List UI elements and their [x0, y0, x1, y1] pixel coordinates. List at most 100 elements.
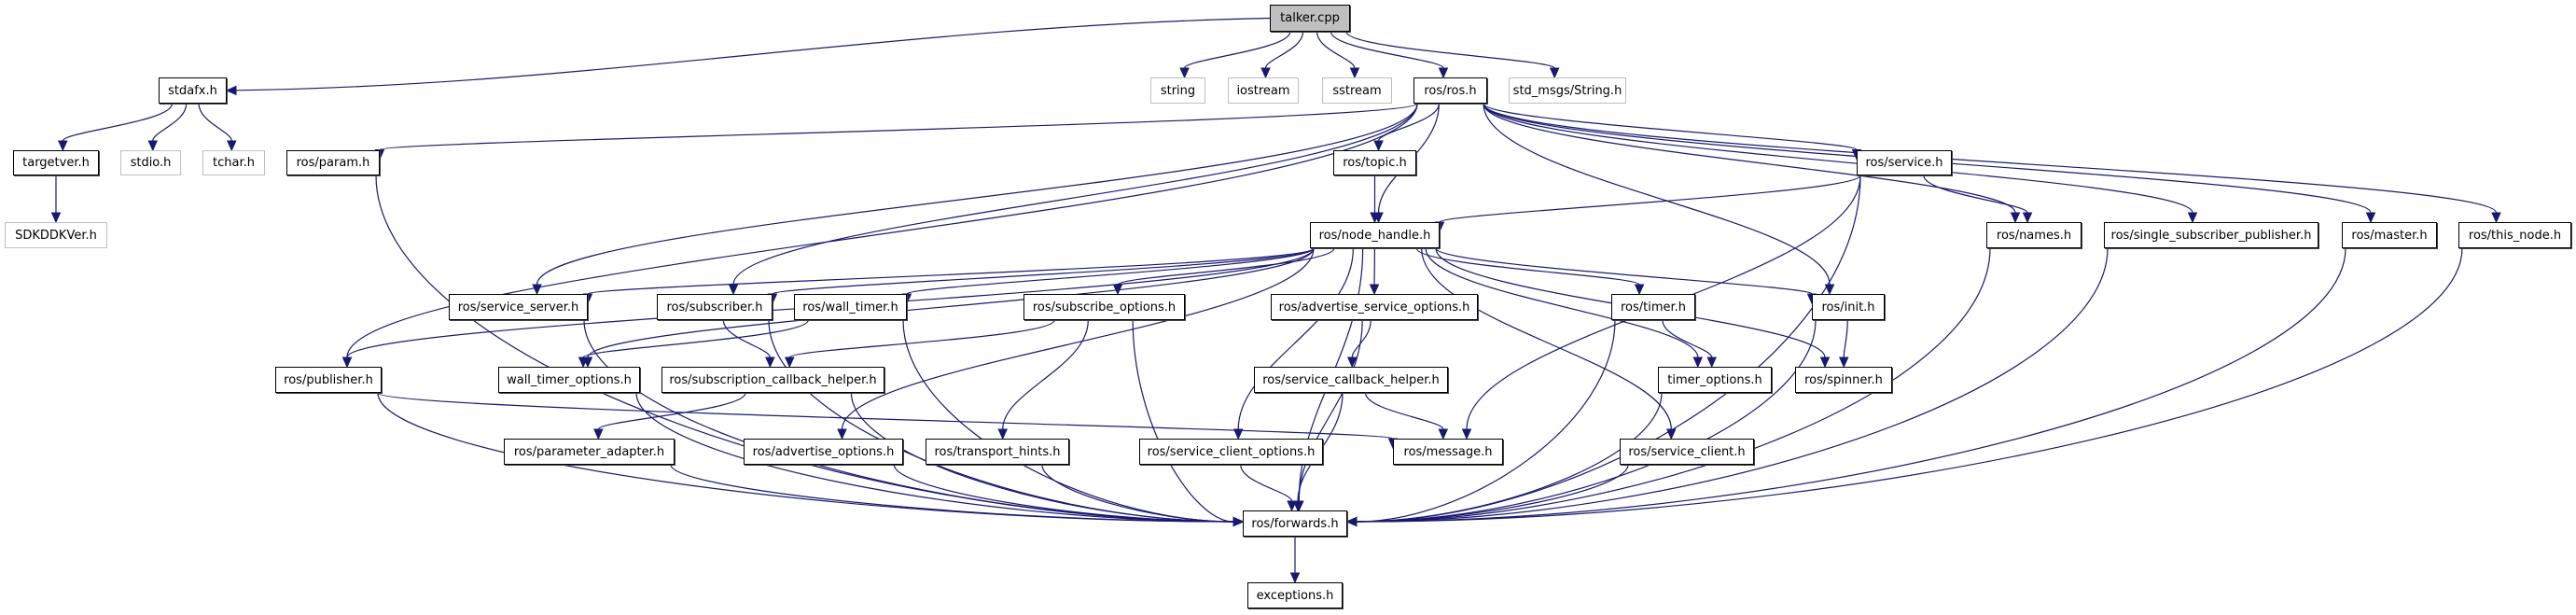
arrowhead-icon	[1179, 67, 1190, 79]
arrowhead-icon	[1819, 356, 1831, 369]
node-serviceserver[interactable]: ros/service_server.h	[449, 294, 588, 320]
node-label: iostream	[1236, 83, 1290, 98]
node-advoptions[interactable]: ros/advertise_options.h	[744, 439, 903, 465]
node-stdio[interactable]: stdio.h	[120, 150, 181, 175]
edge-stdafx-to-tchar	[198, 103, 232, 142]
edge-nodehandle-to-walltimeroptions	[587, 247, 1315, 358]
node-names[interactable]: ros/names.h	[1986, 222, 2082, 248]
edge-ros-to-init	[1483, 103, 1831, 286]
edge-paramadapter-to-forwards	[670, 464, 1234, 523]
arrowhead-icon	[997, 428, 1008, 440]
node-label: std_msgs/String.h	[1512, 83, 1622, 98]
node-publisher[interactable]: ros/publisher.h	[275, 367, 382, 393]
arrowhead-icon	[2187, 212, 2198, 224]
node-advserviceoptions[interactable]: ros/advertise_service_options.h	[1271, 294, 1478, 320]
edge-stdafx-to-stdio	[152, 103, 188, 142]
node-label: timer_options.h	[1667, 372, 1762, 387]
arrowhead-icon	[1706, 356, 1717, 369]
edge-talker-to-iostream	[1264, 31, 1304, 69]
node-label: ros/timer.h	[1620, 300, 1687, 314]
node-nodehandle[interactable]: ros/node_handle.h	[1310, 222, 1440, 248]
edge-advoptions-to-forwards	[893, 464, 1234, 523]
node-label: ros/this_node.h	[2468, 228, 2562, 243]
node-exceptions[interactable]: exceptions.h	[1247, 582, 1343, 608]
edge-stdafx-to-targetver	[62, 103, 174, 142]
node-param[interactable]: ros/param.h	[286, 150, 380, 175]
arrowhead-icon	[2010, 212, 2021, 224]
node-subscriber[interactable]: ros/subscriber.h	[657, 294, 773, 320]
node-stdmsgs[interactable]: std_msgs/String.h	[1509, 77, 1626, 104]
edge-talker-to-ros	[1330, 31, 1444, 69]
edge-ros-to-serviceserver	[536, 103, 1418, 286]
edge-talker-to-stdafx	[235, 17, 1271, 91]
arrowhead-icon	[837, 428, 847, 440]
node-string[interactable]: string	[1150, 77, 1205, 104]
node-servicecbhelper[interactable]: ros/service_callback_helper.h	[1254, 367, 1448, 393]
node-timer[interactable]: ros/timer.h	[1611, 294, 1695, 320]
edge-subscribeoptions-to-subcbhelper	[788, 319, 1055, 358]
node-iostream[interactable]: iostream	[1228, 77, 1299, 104]
arrowhead-icon	[2491, 212, 2501, 224]
arrowhead-icon	[1349, 67, 1360, 79]
node-init[interactable]: ros/init.h	[1812, 294, 1885, 320]
node-walltimer[interactable]: ros/wall_timer.h	[794, 294, 907, 320]
edge-master-to-forwards	[1356, 247, 2346, 523]
edge-nodehandle-to-advoptions	[841, 247, 1315, 430]
arrowhead-icon	[227, 140, 237, 152]
arrowhead-icon	[1692, 356, 1704, 369]
node-subscribeoptions[interactable]: ros/subscribe_options.h	[1023, 294, 1185, 320]
edge-subcbhelper-to-forwards	[850, 392, 1234, 523]
arrowhead-icon	[578, 356, 589, 369]
node-forwards[interactable]: ros/forwards.h	[1243, 510, 1347, 537]
edge-ros-to-service	[1483, 103, 1858, 151]
edge-talker-to-string	[1183, 31, 1291, 69]
node-sdkddkver[interactable]: SDKDDKVer.h	[5, 222, 107, 248]
node-label: ros/node_handle.h	[1318, 228, 1431, 243]
arrowhead-icon	[1232, 428, 1244, 440]
node-label: ros/service.h	[1865, 156, 1943, 170]
arrowhead-icon	[1232, 516, 1245, 527]
node-timeroptions[interactable]: timer_options.h	[1658, 367, 1772, 393]
node-label: ros/subscription_callback_helper.h	[669, 372, 877, 387]
node-message[interactable]: ros/message.h	[1393, 439, 1503, 465]
node-walltimeroptions[interactable]: wall_timer_options.h	[498, 367, 640, 393]
node-subcbhelper[interactable]: ros/subscription_callback_helper.h	[661, 367, 884, 393]
node-label: ros/ros.h	[1424, 83, 1477, 98]
node-paramadapter[interactable]: ros/parameter_adapter.h	[504, 439, 675, 465]
node-transporthints[interactable]: ros/transport_hints.h	[926, 439, 1069, 465]
edge-ros-to-topic	[1377, 103, 1440, 142]
node-sstream[interactable]: sstream	[1322, 77, 1392, 104]
edge-ros-to-thisnode	[1483, 103, 2498, 214]
node-label: stdio.h	[130, 156, 172, 170]
arrowhead-icon	[1369, 284, 1380, 296]
node-ssp[interactable]: ros/single_subscriber_publisher.h	[2104, 222, 2318, 248]
node-targetver[interactable]: targetver.h	[13, 150, 99, 175]
edge-timeroptions-to-forwards	[1356, 392, 1663, 523]
node-thisnode[interactable]: ros/this_node.h	[2458, 222, 2571, 248]
node-ros[interactable]: ros/ros.h	[1413, 77, 1487, 104]
node-label: ros/advertise_options.h	[752, 444, 895, 459]
node-talker[interactable]: talker.cpp	[1270, 5, 1350, 32]
node-tchar[interactable]: tchar.h	[202, 150, 265, 175]
edge-names-to-forwards	[1356, 247, 1991, 523]
node-serviceclientoptions[interactable]: ros/service_client_options.h	[1139, 439, 1323, 465]
node-label: ros/service_server.h	[457, 300, 579, 314]
node-label: ros/message.h	[1403, 444, 1493, 459]
arrowhead-icon	[1634, 284, 1645, 296]
edge-ros-to-publisher	[346, 103, 1418, 358]
node-master[interactable]: ros/master.h	[2342, 222, 2437, 248]
arrowhead-icon	[1549, 67, 1560, 79]
node-label: ros/wall_timer.h	[802, 300, 898, 314]
edge-param-to-forwards	[375, 175, 1234, 523]
node-topic[interactable]: ros/topic.h	[1333, 150, 1416, 175]
edge-talker-to-sstream	[1316, 31, 1356, 69]
edge-service-to-names	[1923, 175, 2028, 214]
node-serviceclient[interactable]: ros/service_client.h	[1620, 439, 1754, 465]
arrowhead-icon	[58, 140, 68, 152]
arrowhead-icon	[1373, 140, 1384, 152]
node-service[interactable]: ros/service.h	[1857, 150, 1952, 175]
node-stdafx[interactable]: stdafx.h	[159, 77, 227, 104]
node-spinner[interactable]: ros/spinner.h	[1795, 367, 1892, 393]
edge-subscribeoptions-to-transporthints	[1002, 319, 1089, 430]
